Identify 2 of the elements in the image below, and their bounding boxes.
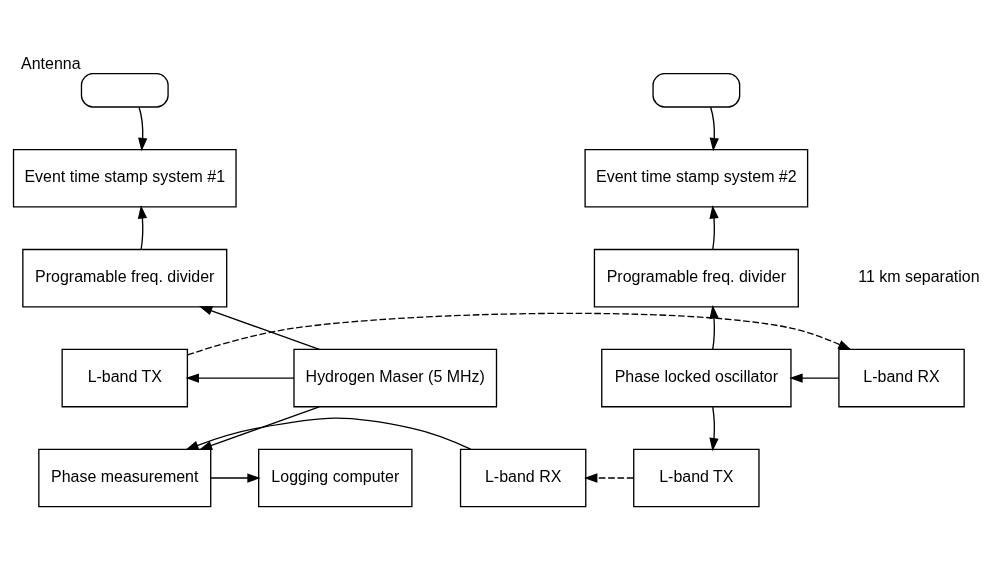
node-label: Antenna bbox=[21, 55, 81, 73]
label: 11 km separation bbox=[858, 268, 980, 286]
